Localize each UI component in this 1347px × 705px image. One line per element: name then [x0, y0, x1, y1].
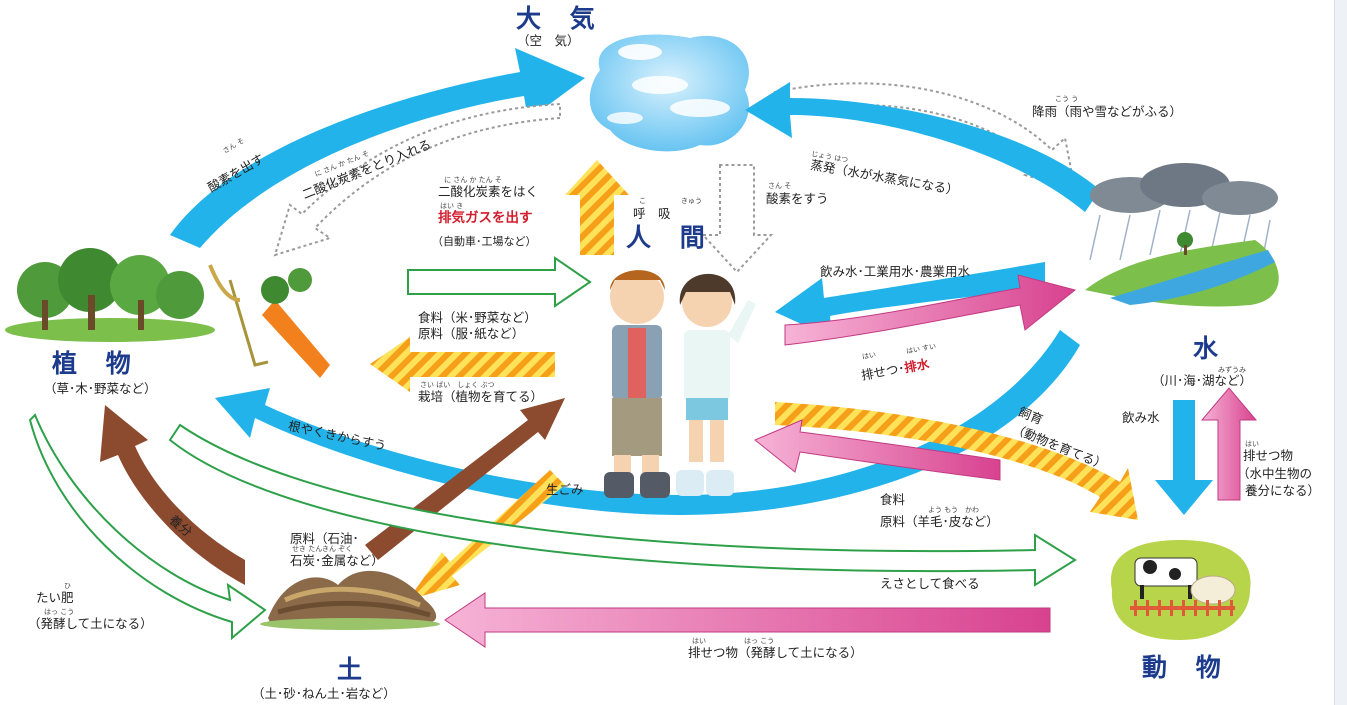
feed-label: えさとして食べる: [880, 576, 980, 591]
soil-title: 土: [337, 655, 373, 684]
garbage-label: 生ごみ: [546, 482, 584, 497]
arrow-compost: [28, 413, 267, 641]
animal-food-label: 食料: [880, 492, 906, 507]
arrow-evaporation: [745, 82, 1100, 212]
ruby-hi: ひ: [64, 582, 71, 590]
animals-title: 動 物: [1142, 653, 1231, 682]
ruby-sekitan: せき たん: [292, 545, 323, 553]
drainage-label: 排水: [903, 356, 931, 376]
soil-illustration: [260, 570, 440, 630]
arrow-oxygen-in: [700, 164, 774, 274]
exhaust-note: （自動車･工場など）: [432, 235, 537, 248]
ruby-ko: こ: [639, 197, 646, 205]
arrow-dung: [444, 592, 1051, 648]
water-use-label: 飲み水･工業用水･農業用水: [820, 264, 971, 279]
arrow-oxygen-out: [170, 48, 585, 248]
aquatic-label-1: 排せつ物: [1243, 448, 1294, 463]
human-title: 人 間: [626, 223, 715, 252]
ruby-mizuumi: みずうみ: [1218, 366, 1246, 374]
water-subtitle: （川･海･湖など）: [1152, 373, 1253, 388]
exhaust-label: 排気ガスを出す: [438, 210, 533, 226]
ruby-co2-exhale: に さん か たん そ: [444, 176, 502, 184]
drinking-water-label: 飲み水: [1122, 410, 1160, 425]
cultivation-label: 栽培（植物を育てる）: [418, 389, 544, 404]
arrow-cultivation: [370, 337, 555, 392]
animal-materials-label: 原料（羊毛･皮など）: [880, 514, 999, 529]
arrow-exhale: [565, 160, 629, 255]
co2-exhale-label: 二酸化炭素をはく: [438, 184, 539, 199]
oxygen-in-label: 酸素をすう: [766, 191, 829, 206]
breathing-label: 呼 吸: [633, 206, 671, 221]
arrow-roots: [215, 330, 1080, 515]
ruby-kyuu: きゅう: [681, 197, 702, 205]
ruby-kinzoku: きん ぞく: [322, 545, 353, 553]
plants-illustration: [5, 248, 330, 378]
air-title: 大 気: [516, 4, 605, 33]
soil-materials-label-1: 原料（石油･: [290, 531, 359, 546]
ruby-hai2: はい: [692, 637, 706, 645]
water-title: 水: [1193, 334, 1229, 363]
arrow-water-use: [775, 262, 1045, 338]
ruby-kouu: こう う: [1055, 95, 1079, 103]
sky-illustration: [589, 34, 749, 152]
ruby-youmou: よう もう かわ: [928, 506, 980, 514]
arrow-nutrients: [100, 405, 245, 585]
plants-subtitle: （草･木･野菜など）: [44, 381, 157, 396]
water-illustration: [1085, 163, 1279, 307]
animals-illustration: [1110, 540, 1251, 640]
arrow-animal-products: [754, 419, 1001, 481]
arrow-feed: [168, 423, 1077, 587]
arrow-raising: [775, 402, 1138, 520]
aquatic-label-3: 養分になる）: [1245, 483, 1321, 498]
side-scroll-rail: [1334, 0, 1347, 705]
humans-illustration: [604, 270, 756, 498]
plants-title: 植 物: [52, 349, 141, 378]
ruby-hakkou2: はっ こう: [744, 637, 775, 645]
aquatic-label-2: （水中生物の: [1237, 466, 1313, 481]
compost-label-2: （発酵して土になる）: [28, 616, 153, 631]
ruby-sanso-in: さん そ: [768, 182, 792, 190]
ruby-hai3: はい: [1245, 440, 1259, 448]
food-label: 食料（米･野菜など）: [418, 310, 537, 325]
dung-label: 排せつ物（発酵して土になる）: [688, 645, 863, 660]
arrow-co2-in: [273, 102, 561, 257]
arrow-aquatic-nutrients: [1200, 387, 1258, 501]
ruby-hakkou: はっ こう: [44, 608, 75, 616]
air-subtitle: （空 気）: [517, 33, 580, 48]
arrow-excretion: [784, 274, 1077, 346]
soil-subtitle: （土･砂･ねん土･岩など）: [252, 686, 396, 701]
ruby-saibai: さい ばい しょく ぶつ: [420, 381, 495, 389]
arrow-drinking-water: [1155, 400, 1213, 515]
soil-materials-label-2: 石炭･金属など）: [290, 553, 384, 568]
arrow-food: [407, 256, 592, 308]
ruby-haiki: はい き: [440, 202, 464, 210]
rain-label: 降雨（雨や雪などがふる）: [1032, 104, 1183, 119]
compost-label-1: たい肥: [36, 590, 74, 605]
materials-label: 原料（服･紙など）: [418, 326, 525, 341]
